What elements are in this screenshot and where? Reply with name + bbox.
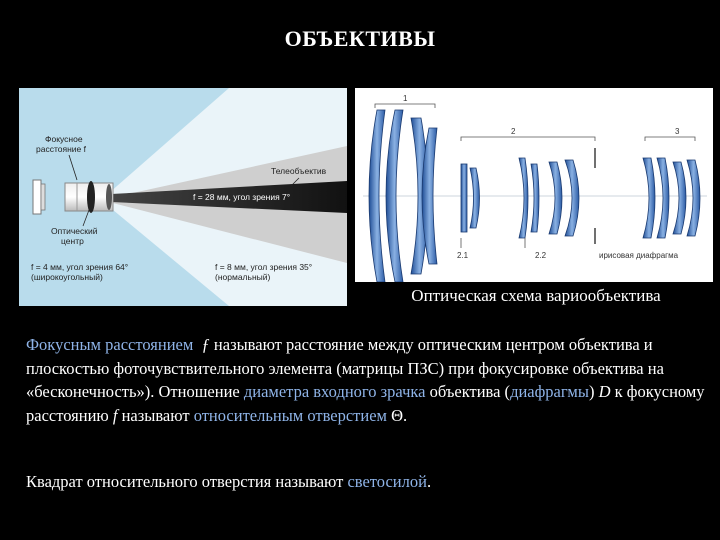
telephoto-beam: [111, 181, 347, 213]
focal-label-1: Фокусное: [45, 134, 83, 144]
optical-center-2: центр: [61, 236, 84, 246]
group-label-1: 1: [403, 94, 408, 103]
lens-element: [87, 181, 95, 213]
term-focal-length: Фокусным расстоянием: [26, 335, 194, 354]
lens-g21-a: [460, 163, 468, 233]
term-diaphragm: диафрагмы: [510, 382, 589, 401]
term-entrance-pupil: диаметра входного зрачка: [243, 382, 426, 401]
sensor-plate: [32, 179, 42, 215]
zoom-lens-caption: Оптическая схема вариообъектива: [411, 286, 661, 305]
lens-g1-b: [385, 109, 404, 282]
lens-g22-b: [530, 163, 540, 233]
lens-g1-a: [368, 109, 386, 282]
lens-g1-d: [421, 127, 438, 265]
telephoto-value: f = 28 мм, угол зрения 7°: [193, 192, 290, 202]
wide-name: (широкоугольный): [31, 272, 103, 282]
focal-length-diagram: Фокусное расстояние f Телеобъектив f = 2…: [19, 88, 347, 306]
text-fragment: Θ.: [387, 405, 408, 425]
normal-value: f = 8 мм, угол зрения 35°: [215, 262, 312, 272]
telephoto-label: Телеобъектив: [271, 166, 327, 176]
text-fragment: .: [426, 472, 432, 491]
page-title: ОБЪЕКТИВЫ: [284, 26, 436, 51]
text-fragment: называют: [117, 405, 194, 425]
lens-g3-c: [672, 161, 687, 235]
term-luminosity: светосилой: [347, 472, 427, 491]
text-fragment: к фокусному расстоянию: [26, 382, 705, 425]
text-fragment: ): [588, 382, 599, 401]
wide-value: f = 4 мм, угол зрения 64°: [31, 262, 128, 272]
symbol-f: ƒ: [201, 335, 210, 354]
iris-label: ирисовая диафрагма: [599, 251, 679, 260]
group-label-2: 2: [511, 127, 516, 136]
definition-paragraph: Фокусным расстоянием ƒ называют расстоян…: [26, 333, 706, 427]
lens-g3-b: [656, 157, 670, 239]
subgroup-label-21: 2.1: [457, 251, 469, 260]
lens-g22-a: [518, 157, 529, 239]
text-fragment: объектива (: [425, 382, 511, 401]
text-fragment: Квадрат относительного отверстия называю…: [26, 472, 348, 491]
group-label-3: 3: [675, 127, 680, 136]
symbol-f2: f: [112, 405, 118, 425]
symbol-D: D: [598, 382, 611, 401]
text-fragment: называют расстояние между оптическим цен…: [26, 335, 664, 401]
zoom-lens-scheme: 1 2 3 2.1 2.2 ирисовая диафрагма: [355, 88, 713, 282]
lens-g3-d: [686, 159, 701, 237]
lens-g22-c: [548, 161, 563, 235]
focal-label-2: расстояние f: [36, 144, 87, 154]
lens-g3-a: [642, 157, 656, 239]
term-relative-aperture: относительным отверстием: [193, 405, 387, 425]
optical-center-1: Оптический: [51, 226, 98, 236]
normal-name: (нормальный): [215, 272, 270, 282]
lens-g21-b: [469, 167, 480, 229]
lens-g22-d: [564, 159, 580, 237]
aperture-paragraph: Квадрат относительного отверстия называю…: [26, 470, 706, 494]
subgroup-label-22: 2.2: [535, 251, 547, 260]
